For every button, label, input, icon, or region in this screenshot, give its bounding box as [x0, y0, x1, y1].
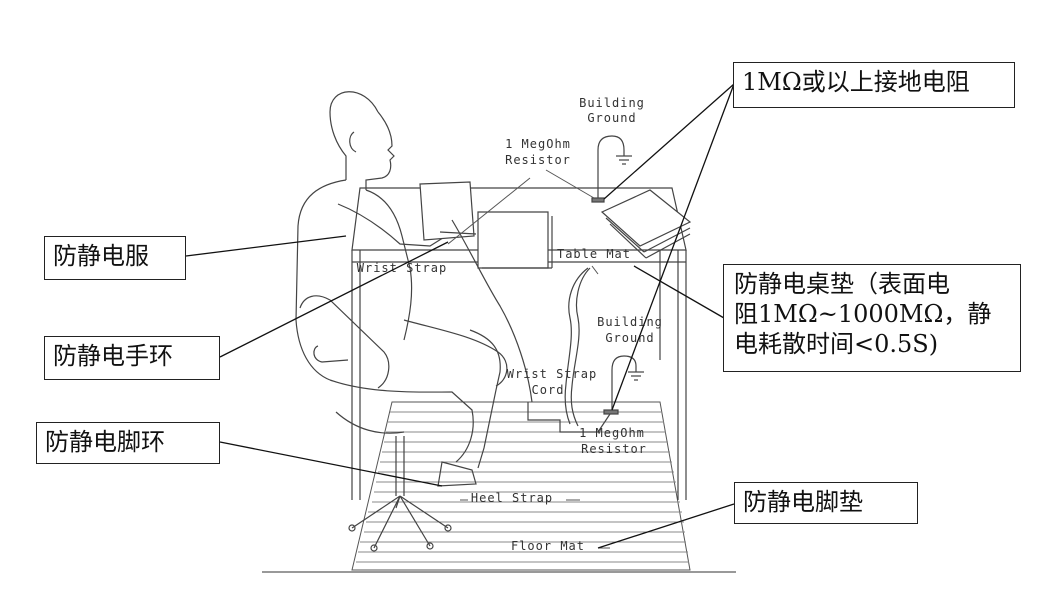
label-wrist-strap: Wrist Strap — [357, 261, 447, 275]
callout-table-mat-line3: 电耗散时间<0.5S) — [734, 330, 939, 358]
callout-antistatic-wrist-strap: 防静电手环 — [44, 336, 220, 380]
callout-pointers — [185, 83, 735, 549]
chair-drawing — [299, 295, 452, 552]
callout-table-mat-line2: 阻1MΩ~1000MΩ，静 — [734, 300, 992, 328]
label-heel-strap: Heel Strap — [471, 491, 553, 505]
floor-mat-drawing — [262, 401, 736, 573]
callout-antistatic-smock: 防静电服 — [44, 236, 186, 280]
wrist-strap-cord-drawing — [451, 219, 533, 403]
label-megohm-bottom-line2: Resistor — [581, 442, 647, 456]
callout-antistatic-floor-mat: 防静电脚垫 — [734, 482, 918, 524]
label-wrist-strap-cord-line1: Wrist Strap — [507, 367, 597, 381]
label-megohm-top-line2: Resistor — [505, 153, 571, 167]
label-megohm-top-line1: 1 MegOhm — [505, 137, 571, 151]
label-table-mat: Table Mat — [557, 247, 631, 261]
label-building-ground-top-line2: Ground — [587, 111, 636, 125]
callout-antistatic-heel-strap: 防静电脚环 — [36, 422, 220, 464]
ground-symbols — [591, 135, 644, 415]
ground-cords — [527, 267, 611, 433]
technician-drawing — [295, 91, 508, 487]
callout-antistatic-table-mat: 防静电桌垫（表面电 阻1MΩ~1000MΩ，静 电耗散时间<0.5S) — [723, 264, 1021, 372]
callout-grounding-resistor: 1MΩ或以上接地电阻 — [733, 62, 1015, 108]
label-wrist-strap-cord-line2: Cord — [532, 383, 565, 397]
label-leaders — [447, 169, 610, 549]
label-floor-mat: Floor Mat — [511, 539, 585, 553]
label-building-ground-mid-line2: Ground — [605, 331, 654, 345]
label-building-ground-top-line1: Building — [579, 96, 645, 110]
label-megohm-bottom-line1: 1 MegOhm — [579, 426, 645, 440]
label-building-ground-mid-line1: Building — [597, 315, 663, 329]
callout-table-mat-line1: 防静电桌垫（表面电 — [734, 270, 950, 298]
